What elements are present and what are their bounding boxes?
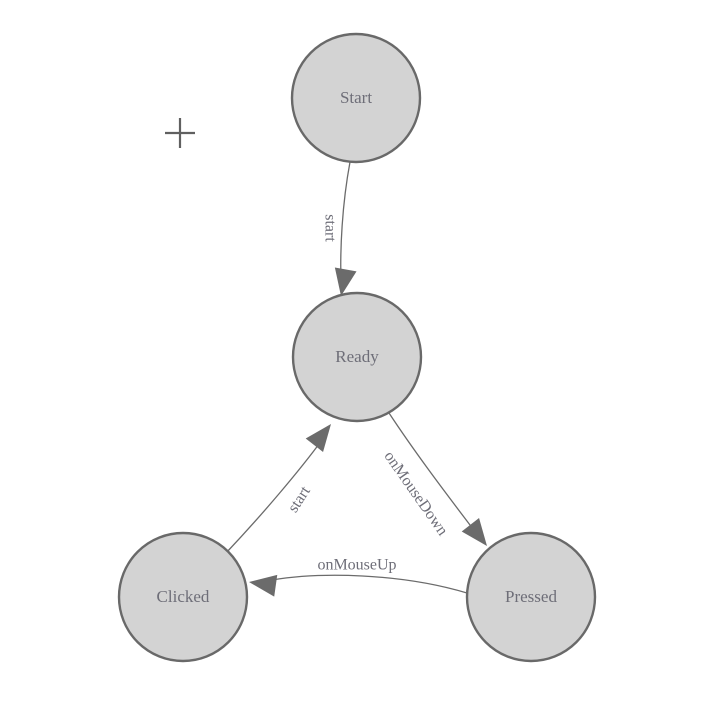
node-clicked[interactable]: Clicked [117, 531, 249, 663]
arrowhead-into-clicked [249, 574, 278, 597]
edge-label-clicked-to-ready: start [285, 483, 315, 516]
edge-clicked-to-ready[interactable] [225, 439, 323, 554]
node-start-circle[interactable] [290, 32, 422, 164]
arrowhead-into-ready-bottom [305, 424, 331, 453]
crosshair-icon [165, 118, 195, 148]
edge-start-to-ready[interactable] [340, 161, 351, 281]
node-start[interactable]: Start [290, 32, 422, 164]
node-pressed[interactable]: Pressed [465, 531, 597, 663]
arrowhead-into-ready-top [334, 267, 357, 296]
node-pressed-label: Pressed [505, 587, 557, 606]
node-clicked-label: Clicked [157, 587, 210, 606]
edge-ready-to-pressed[interactable] [388, 412, 477, 534]
edge-label-start-to-ready: start [321, 214, 338, 242]
edge-label-on-mouse-up: onMouseUp [317, 557, 396, 574]
edge-label-on-mouse-down: onMouseDown [380, 448, 451, 539]
arrowheads-layer [249, 267, 487, 597]
edge-pressed-to-clicked[interactable] [271, 574, 468, 594]
arrowhead-into-pressed [461, 517, 487, 546]
node-ready-label: Ready [335, 347, 379, 366]
node-ready[interactable]: Ready [291, 291, 423, 423]
node-clicked-circle[interactable] [117, 531, 249, 663]
node-pressed-circle[interactable] [465, 531, 597, 663]
node-start-label: Start [340, 88, 372, 107]
node-ready-circle[interactable] [291, 291, 423, 423]
